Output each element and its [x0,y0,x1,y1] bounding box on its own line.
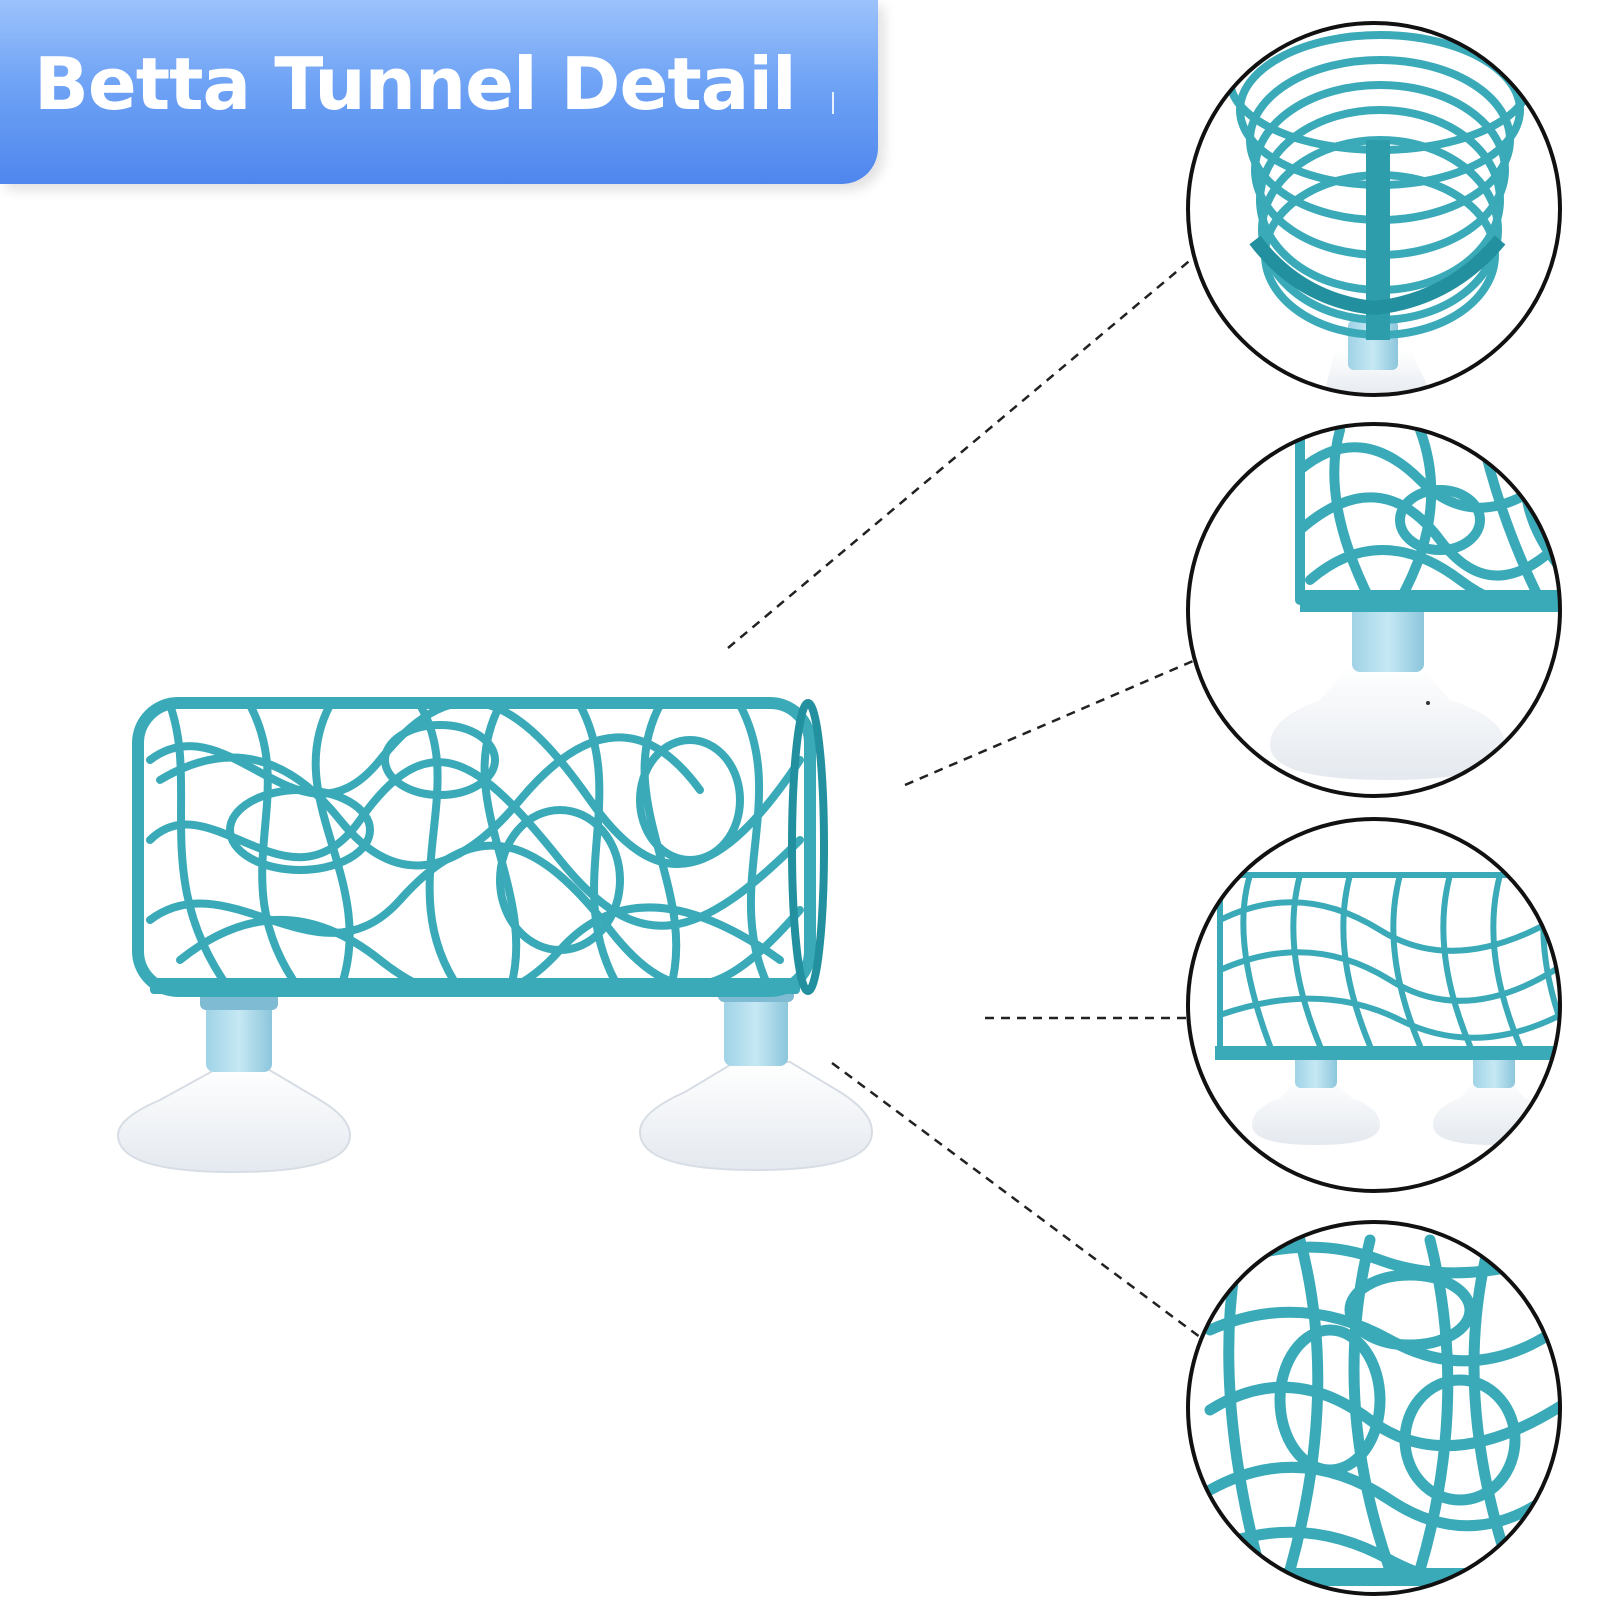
callout-end-view [1186,21,1562,397]
callout-mesh-detail [1186,1220,1562,1596]
title-banner: Betta Tunnel Detail [0,0,878,184]
banner-tick [832,92,834,114]
leader-line-leg-detail [904,656,1201,787]
callout-side-view [1186,817,1562,1193]
page-title: Betta Tunnel Detail [34,42,797,126]
leader-line-mesh-detail [831,1061,1213,1348]
suction-cup-left [116,992,352,1174]
tunnel-main [132,697,828,997]
leader-line-end-view [727,251,1201,649]
callout-leg-detail [1186,422,1562,798]
leader-lines [727,251,1213,1348]
suction-cup-right [638,984,874,1172]
